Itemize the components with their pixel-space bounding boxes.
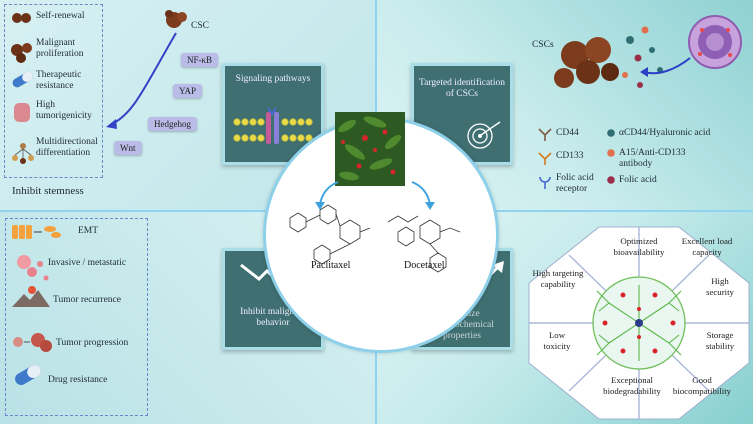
membrane-receptor-icon (233, 108, 313, 144)
property-high-targeting-capability: High targeting capability (532, 268, 584, 289)
ligand-legend-dots (607, 129, 615, 184)
malignant-icons (12, 225, 61, 385)
drug-paclitaxel: Paclitaxel (311, 260, 351, 271)
receptor-icons (538, 128, 552, 189)
item-tumor-recurrence: Tumor recurrence (53, 295, 121, 305)
tumor-recurrence-icon (12, 286, 50, 307)
tumor-progression-icon (13, 333, 52, 352)
property-storage-stability: Storage stability (705, 330, 735, 351)
cd44-icon (538, 128, 552, 141)
multidirectional-differentiation-icon (12, 143, 34, 164)
item-therapeutic-resistance: Therapeutic resistance (36, 70, 82, 91)
card-inhibit-title: Inhibit malignant behavior (240, 307, 306, 328)
item-multidirectional-differentiation: Multidirectional differentiation (36, 137, 98, 158)
card-targeted-title: Targeted identification of CSCs (419, 78, 505, 99)
property-optimized-bioavailability: Optimized bioavailability (613, 236, 665, 257)
ligand-a15-anti-cd133: A15/Anti-CD133 antibody (619, 148, 686, 169)
molecular-structures (289, 204, 461, 273)
pathway-wnt: Wnt (114, 141, 142, 155)
folic-acid-receptor-icon (539, 176, 551, 189)
dendrimer-nanoparticle-icon (592, 276, 686, 370)
cd133-icon (538, 152, 552, 165)
high-tumorigenicity-icon (14, 103, 30, 122)
receptor-folic-acid: Folic acid receptor (556, 173, 594, 194)
receptor-cd133: CD133 (556, 151, 584, 161)
invasive-metastatic-icon (17, 255, 49, 281)
malignant-behavior-box (5, 218, 148, 416)
ligand-dots (622, 26, 663, 88)
paclitaxel-structure (289, 204, 371, 265)
drug-docetaxel: Docetaxel (404, 260, 445, 271)
item-high-tumorigenicity: High tumorigenicity (36, 100, 92, 121)
emt-icon (12, 225, 61, 239)
branch-arrows (315, 181, 435, 210)
pathway-yap: YAP (173, 84, 203, 98)
item-malignant-proliferation: Malignant proliferation (36, 38, 84, 59)
arrow-head (106, 119, 117, 129)
self-renewal-icon (12, 13, 31, 23)
receptor-cd44: CD44 (556, 128, 579, 138)
item-self-renewal: Self-renewal (36, 11, 85, 21)
csc-cell-icon (165, 10, 187, 28)
inhibit-stemness-title: Inhibit stemness (12, 185, 84, 197)
properties-octagon (528, 226, 750, 420)
pathway-nfkb: NF-κB (181, 53, 219, 67)
property-good-biocompatibility: Good biocompatibility (672, 375, 732, 396)
property-excellent-load-capacity: Excellent load capacity (681, 236, 733, 257)
stemness-arrow (111, 32, 177, 125)
property-exceptional-biodegradability: Exceptional biodegradability (603, 375, 661, 396)
ligand-folic-acid: Folic acid (619, 175, 657, 185)
csc-arrow-diagram (106, 10, 187, 129)
stemness-icons (11, 13, 34, 164)
ligand-cd44-hyaluronic: αCD44/Hyaluronic acid (619, 128, 711, 138)
nanoparticle-targeting-illustration (554, 15, 742, 88)
stemness-traits-box (4, 4, 103, 178)
malignant-proliferation-icon (11, 43, 32, 63)
item-drug-resistance: Drug resistance (48, 375, 108, 385)
yew-plant-photo (335, 112, 405, 186)
item-tumor-progression: Tumor progression (56, 338, 129, 348)
docetaxel-structure (387, 215, 461, 273)
csc-label: CSC (191, 21, 209, 31)
targeting-arrow (643, 57, 691, 75)
therapeutic-resistance-icon (12, 71, 33, 88)
property-high-security: High security (706, 276, 734, 297)
cscs-label: CSCs (532, 40, 554, 50)
property-low-toxicity: Low toxicity (543, 330, 571, 351)
card-signaling-title: Signaling pathways (235, 74, 311, 84)
drug-resistance-icon (15, 365, 41, 385)
pathway-hedgehog: Hedgehog (148, 117, 197, 131)
item-emt: EMT (78, 226, 99, 236)
item-invasive-metastatic: Invasive / metastatic (48, 258, 127, 268)
target-icon (467, 121, 501, 149)
cscs-cluster-icon (554, 37, 619, 88)
nanoparticle-icon (688, 15, 742, 69)
